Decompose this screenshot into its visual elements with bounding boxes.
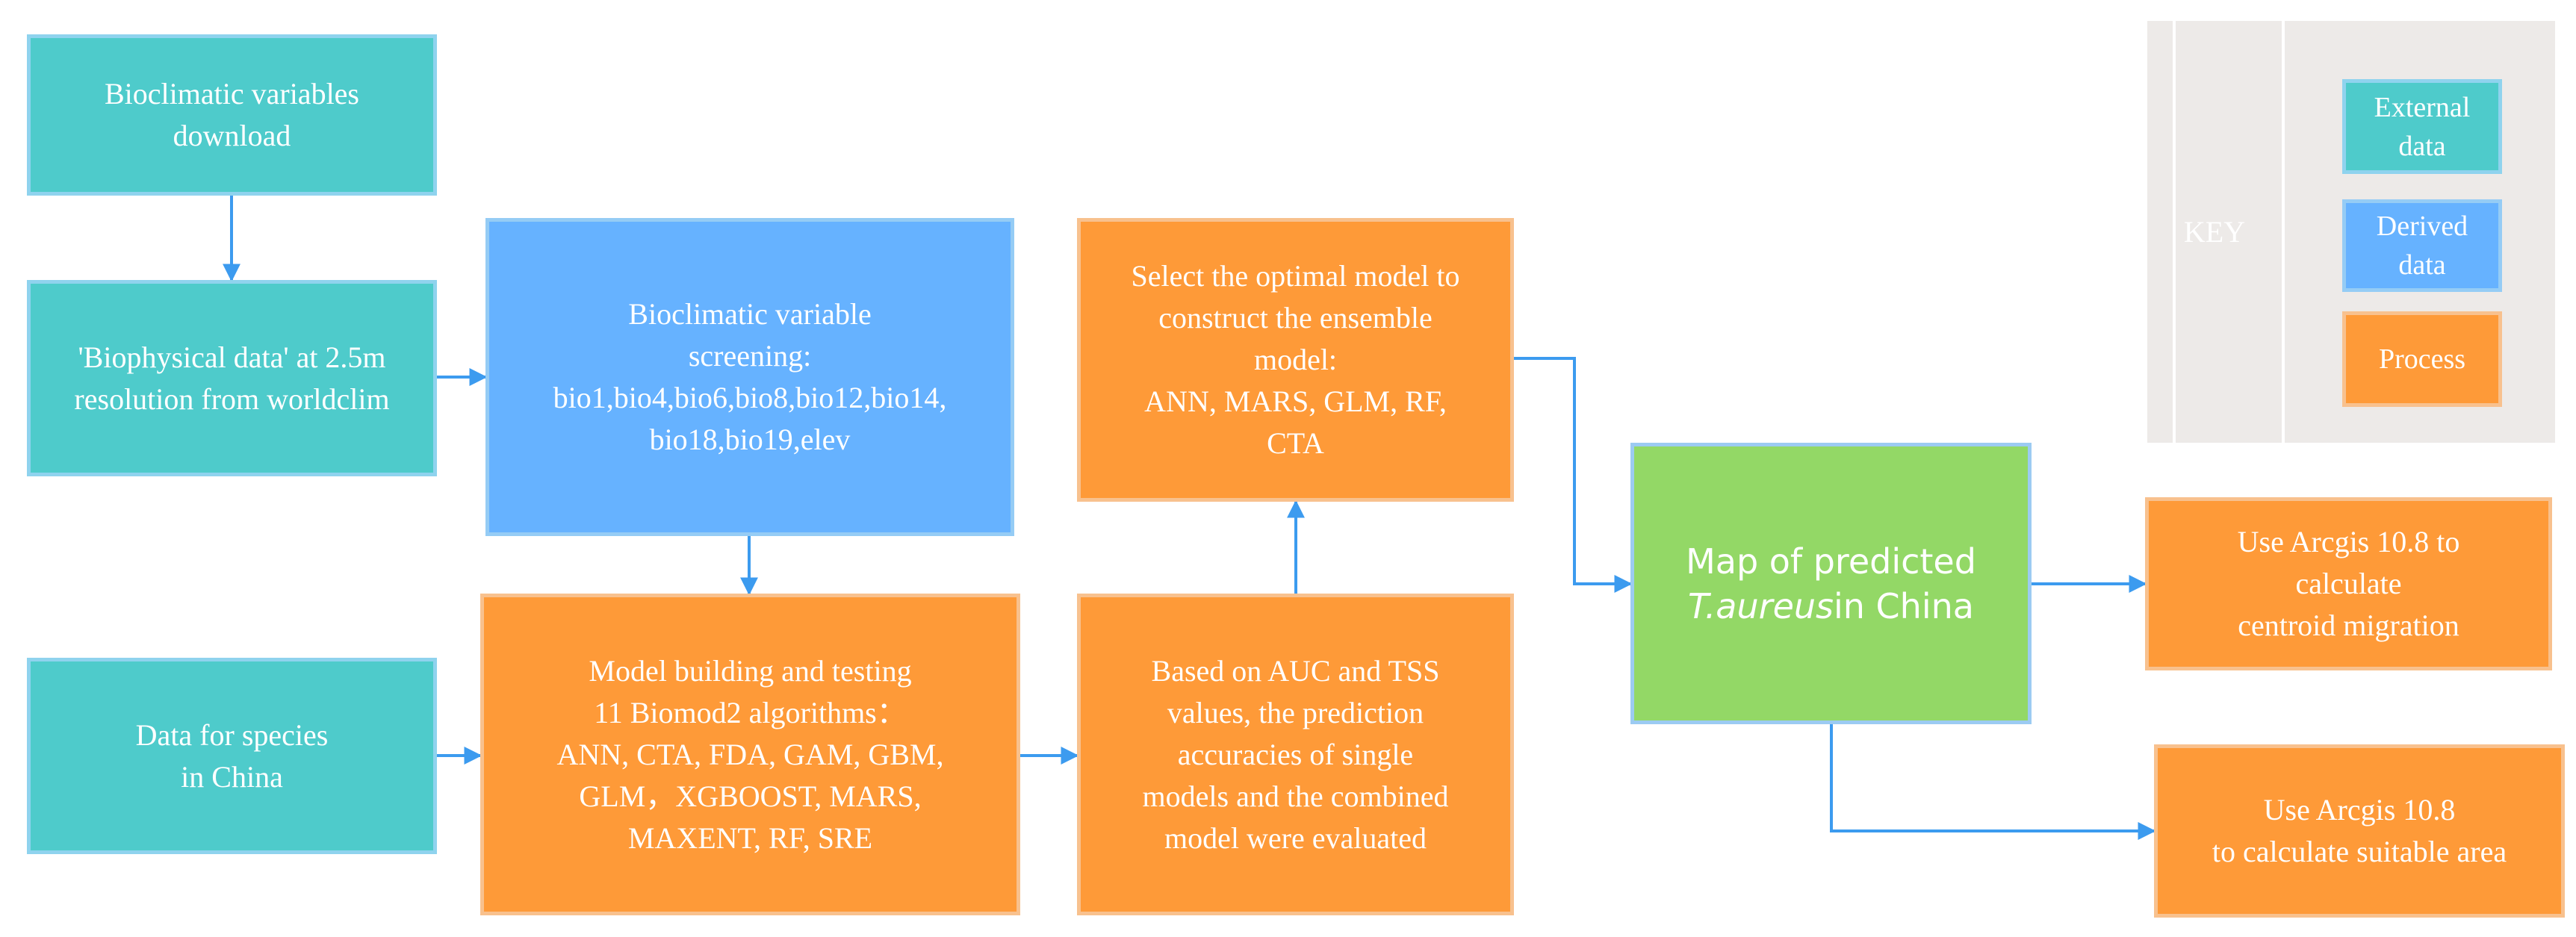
legend-divider [2282, 21, 2285, 443]
node-species-data: Data for species in China [27, 658, 437, 854]
node-text-line: to calculate suitable area [2212, 835, 2507, 868]
node-text-line: download [173, 119, 291, 152]
node-text-line: Use Arcgis 10.8 to [2237, 525, 2460, 558]
arrow-map-to-suitable-area [1830, 724, 2156, 840]
node-text-line: Map of predicted [1686, 541, 1976, 582]
node-text-line: bio18,bio19,elev [649, 423, 851, 456]
node-variable-screening: Bioclimatic variable screening: bio1,bio… [485, 218, 1014, 536]
legend-item-process: Process [2342, 311, 2502, 407]
node-text-line: resolution from worldclim [74, 382, 390, 416]
node-text-line: model were evaluated [1164, 821, 1427, 855]
node-model-building: Model building and testing 11 Biomod2 al… [480, 594, 1020, 915]
legend-divider [2173, 21, 2176, 443]
node-text-line: bio1,bio4,bio6,bio8,bio12,bio14, [553, 381, 947, 414]
node-text-line: values, the prediction [1167, 695, 1424, 729]
node-text-line: Bioclimatic variable [628, 297, 872, 331]
node-text-line: in China [181, 759, 283, 794]
node-text-line: 'Biophysical data' at 2.5m [78, 340, 386, 374]
node-prediction-map: Map of predicted T.aureusin China [1630, 443, 2032, 724]
legend-item-label: data [2398, 249, 2446, 281]
node-text-line: 11 Biomod2 algorithms： [594, 695, 907, 729]
node-ensemble-selection: Select the optimal model to construct th… [1077, 218, 1514, 502]
node-text-line: T.aureusin China [1688, 584, 1974, 629]
node-text-line: Model building and testing [589, 653, 912, 688]
node-text-line: GLM，XGBOOST, MARS, [579, 779, 922, 813]
legend-item-derived: Derived data [2342, 199, 2502, 292]
legend-item-label: Derived [2376, 211, 2468, 242]
node-suitable-area: Use Arcgis 10.8 to calculate suitable ar… [2154, 744, 2565, 918]
node-biophysical-data: 'Biophysical data' at 2.5m resolution fr… [27, 280, 437, 476]
node-text-line: screening: [688, 339, 812, 373]
node-text-line: model: [1253, 343, 1338, 376]
node-text-line: calculate [2295, 567, 2402, 600]
node-text-line: ANN, CTA, FDA, GAM, GBM, [556, 737, 944, 771]
legend-item-label: Process [2378, 343, 2466, 375]
legend-title: KEY [2183, 215, 2246, 249]
node-bioclimatic-download: Bioclimatic variables download [27, 34, 437, 196]
node-text-line: MAXENT, RF, SRE [627, 821, 873, 855]
legend-item-label: data [2398, 130, 2446, 162]
species-suffix: in China [1834, 585, 1974, 626]
species-name: T.aureus [1688, 585, 1834, 626]
node-centroid-migration: Use Arcgis 10.8 to calculate centroid mi… [2145, 497, 2552, 670]
node-text-line: Select the optimal model to [1131, 259, 1460, 293]
node-text-line: ANN, MARS, GLM, RF, [1144, 385, 1447, 418]
legend-item-label: External [2374, 91, 2471, 123]
node-evaluation: Based on AUC and TSS values, the predict… [1077, 594, 1514, 915]
node-text-line: CTA [1267, 426, 1324, 460]
node-text-line: Use Arcgis 10.8 [2263, 793, 2456, 827]
node-text-line: Bioclimatic variables [105, 77, 359, 110]
legend-item-external: External data [2342, 79, 2502, 174]
node-text-line: Data for species [135, 717, 329, 752]
arrow-ensemble-to-map [1514, 357, 1633, 593]
node-text-line: construct the ensemble [1158, 301, 1433, 334]
node-text-line: Based on AUC and TSS [1151, 653, 1440, 688]
node-text-line: accuracies of single [1177, 737, 1414, 771]
node-text-line: centroid migration [2238, 608, 2459, 642]
node-text-line: models and the combined [1142, 779, 1449, 813]
